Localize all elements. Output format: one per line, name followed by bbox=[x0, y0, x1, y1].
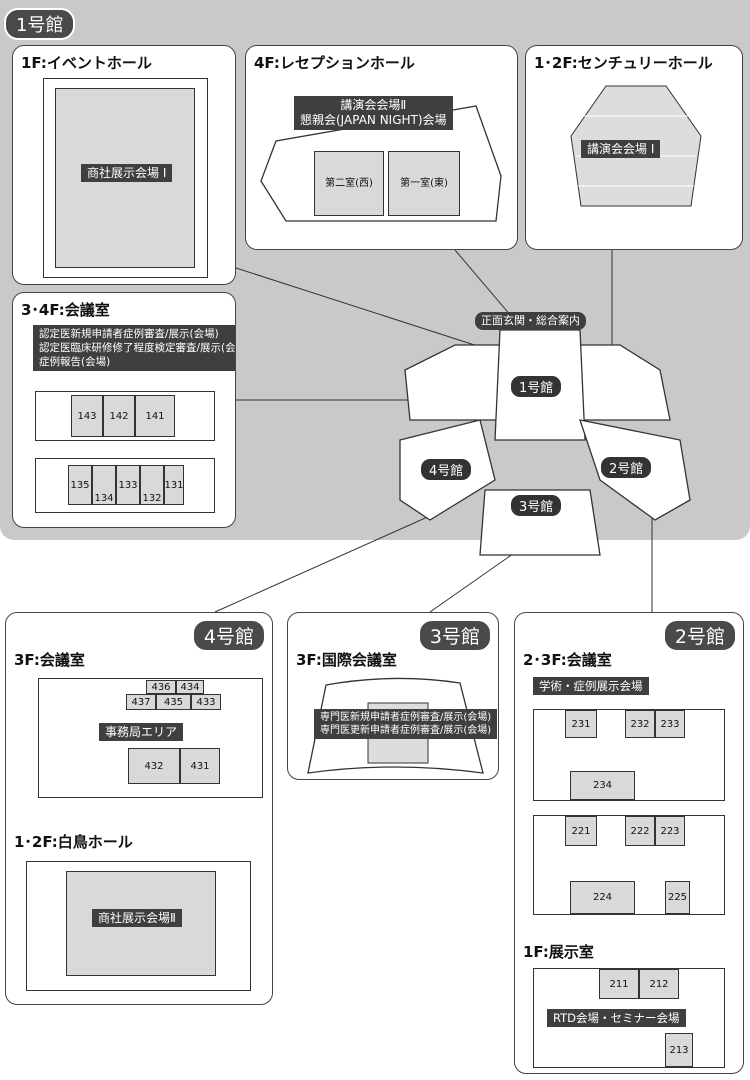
hall1-badge: 1号館 bbox=[4, 8, 76, 40]
hall3-floorplan bbox=[307, 677, 484, 774]
hall4-meeting-title: 3F:会議室 bbox=[14, 651, 85, 669]
room-233[interactable]: 233 bbox=[655, 710, 685, 738]
hakucho-label[interactable]: 商社展示会場Ⅱ bbox=[92, 909, 182, 927]
room-143[interactable]: 143 bbox=[71, 395, 103, 437]
hall3-badge: 3号館 bbox=[417, 619, 492, 652]
room-234[interactable]: 234 bbox=[570, 771, 635, 800]
event-hall-label[interactable]: 商社展示会場 Ⅰ bbox=[81, 164, 173, 182]
meeting-rooms-title: 3･4F:会議室 bbox=[21, 301, 110, 319]
hall4-badge: 4号館 bbox=[191, 619, 266, 652]
event-hall-title: 1F:イベントホール bbox=[21, 54, 152, 72]
overview-hall1[interactable]: 1号館 bbox=[510, 375, 563, 398]
reception-label-2: 懇親会(JAPAN NIGHT)会場 bbox=[300, 113, 447, 127]
academic-label[interactable]: 学術・症例展示会場 bbox=[533, 677, 649, 695]
event-hall-panel: 1F:イベントホール 商社展示会場 Ⅰ bbox=[12, 45, 236, 285]
meeting-rooms-label[interactable]: 認定医新規申請者症例審査/展示(会場) 認定医臨床研修修了程度検定審査/展示(会場… bbox=[33, 325, 236, 371]
hall4-panel: 4号館 3F:会議室 436 434 437 435 433 事務局エリア 43… bbox=[5, 612, 273, 1005]
room-221[interactable]: 221 bbox=[565, 816, 597, 846]
room-132[interactable]: 132 bbox=[140, 465, 164, 505]
hall3-label-1: 専門医新規申請者症例審査/展示(会場) bbox=[320, 712, 492, 723]
hakucho-title: 1･2F:白鳥ホール bbox=[14, 833, 133, 851]
room-225[interactable]: 225 bbox=[665, 881, 690, 914]
room-131[interactable]: 131 bbox=[164, 465, 184, 505]
room-211[interactable]: 211 bbox=[599, 969, 639, 999]
room-141[interactable]: 141 bbox=[135, 395, 175, 437]
hall2-meeting-title: 2･3F:会議室 bbox=[523, 651, 612, 669]
label-line-3: 症例報告(会場) bbox=[39, 356, 111, 368]
room-437[interactable]: 437 bbox=[126, 694, 156, 710]
room-232[interactable]: 232 bbox=[625, 710, 655, 738]
century-label[interactable]: 講演会会場 Ⅰ bbox=[581, 140, 661, 158]
room-231[interactable]: 231 bbox=[565, 710, 597, 738]
reception-hall-title: 4F:レセプションホール bbox=[254, 54, 415, 72]
room-142[interactable]: 142 bbox=[103, 395, 135, 437]
room-west[interactable]: 第二室(西) bbox=[314, 151, 384, 216]
meeting-rooms-panel: 3･4F:会議室 認定医新規申請者症例審査/展示(会場) 認定医臨床研修修了程度検… bbox=[12, 292, 236, 528]
room-222[interactable]: 222 bbox=[625, 816, 655, 846]
room-134[interactable]: 134 bbox=[92, 465, 116, 505]
label-line-1: 認定医新規申請者症例審査/展示(会場) bbox=[39, 328, 219, 340]
entrance-label[interactable]: 正面玄関・総合案内 bbox=[475, 312, 586, 330]
overview-hall4[interactable]: 4号館 bbox=[420, 458, 473, 481]
rtd-label[interactable]: RTD会場・セミナー会場 bbox=[547, 1009, 686, 1027]
room-135[interactable]: 135 bbox=[68, 465, 92, 505]
room-133[interactable]: 133 bbox=[116, 465, 140, 505]
room-223[interactable]: 223 bbox=[655, 816, 685, 846]
room-435[interactable]: 435 bbox=[156, 694, 191, 710]
hall2-badge: 2号館 bbox=[662, 619, 737, 652]
hall3-title: 3F:国際会議室 bbox=[296, 651, 397, 669]
hall3-label-2: 専門医更新申請者症例審査/展示(会場) bbox=[320, 725, 492, 736]
office-area-label[interactable]: 事務局エリア bbox=[99, 723, 184, 741]
room-432[interactable]: 432 bbox=[128, 748, 180, 784]
room-431[interactable]: 431 bbox=[180, 748, 220, 784]
label-line-2: 認定医臨床研修修了程度検定審査/展示(会場) bbox=[39, 342, 236, 354]
hall2-panel: 2号館 2･3F:会議室 学術・症例展示会場 231 232 233 234 2… bbox=[514, 612, 744, 1074]
century-hall-panel: 1･2F:センチュリーホール 講演会会場 Ⅰ bbox=[525, 45, 743, 250]
hall3-panel: 3号館 3F:国際会議室 専門医新規申請者症例審査/展示(会場) 専門医更新申請者… bbox=[287, 612, 499, 780]
overview-hall2[interactable]: 2号館 bbox=[600, 456, 653, 479]
century-hall-title: 1･2F:センチュリーホール bbox=[534, 54, 713, 72]
room-212[interactable]: 212 bbox=[639, 969, 679, 999]
room-436[interactable]: 436 bbox=[146, 680, 176, 694]
room-213[interactable]: 213 bbox=[665, 1033, 693, 1067]
reception-label-1: 講演会会場Ⅱ bbox=[340, 98, 407, 112]
room-224[interactable]: 224 bbox=[570, 881, 635, 914]
exhibit-title: 1F:展示室 bbox=[523, 943, 594, 961]
hall3-label[interactable]: 専門医新規申請者症例審査/展示(会場) 専門医更新申請者症例審査/展示(会場) bbox=[314, 709, 498, 739]
room-east[interactable]: 第一室(東) bbox=[388, 151, 460, 216]
room-434[interactable]: 434 bbox=[176, 680, 204, 694]
overview-hall3[interactable]: 3号館 bbox=[510, 494, 563, 517]
room-433[interactable]: 433 bbox=[191, 694, 221, 710]
